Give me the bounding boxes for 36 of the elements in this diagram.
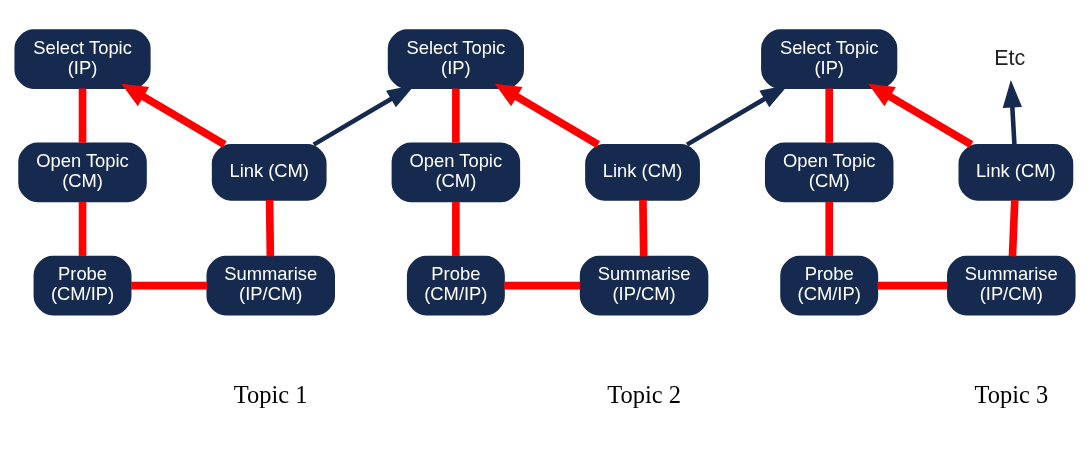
node-box: Link (CM) <box>585 143 700 201</box>
arrow <box>868 83 974 148</box>
connector <box>452 201 460 256</box>
connector <box>877 281 948 289</box>
node-box: Select Topic (IP) <box>14 28 151 89</box>
node-box: Summarise (IP/CM) <box>206 255 335 315</box>
node-box: Probe (CM/IP) <box>406 255 505 315</box>
connector <box>131 281 207 289</box>
node-box: Link (CM) <box>958 143 1074 201</box>
arrow <box>312 84 415 147</box>
arrow <box>494 83 600 148</box>
label: Topic 1 <box>233 380 308 408</box>
node-box: Summarise (IP/CM) <box>947 255 1076 315</box>
node-box: Select Topic (IP) <box>761 28 898 89</box>
connector <box>452 88 460 143</box>
node-box: Open Topic (CM) <box>18 142 147 202</box>
node-box: Probe (CM/IP) <box>33 255 132 315</box>
arrow <box>121 83 227 148</box>
node-box: Open Topic (CM) <box>391 142 521 202</box>
connector <box>639 199 648 256</box>
label: Topic 3 <box>974 380 1049 408</box>
connector <box>265 199 275 256</box>
connector <box>825 201 834 256</box>
arrow <box>1002 79 1022 144</box>
label: Topic 2 <box>607 380 681 408</box>
connector <box>78 88 87 143</box>
node-box: Open Topic (CM) <box>764 142 894 202</box>
node-box: Select Topic (IP) <box>387 28 524 89</box>
connector <box>78 201 87 256</box>
connector <box>1008 199 1019 256</box>
connector <box>504 281 581 289</box>
node-box: Link (CM) <box>211 143 327 201</box>
node-text: Etc <box>994 45 1026 70</box>
connector <box>825 88 834 143</box>
node-box: Summarise (IP/CM) <box>579 255 709 315</box>
node-box: Probe (CM/IP) <box>780 255 879 315</box>
